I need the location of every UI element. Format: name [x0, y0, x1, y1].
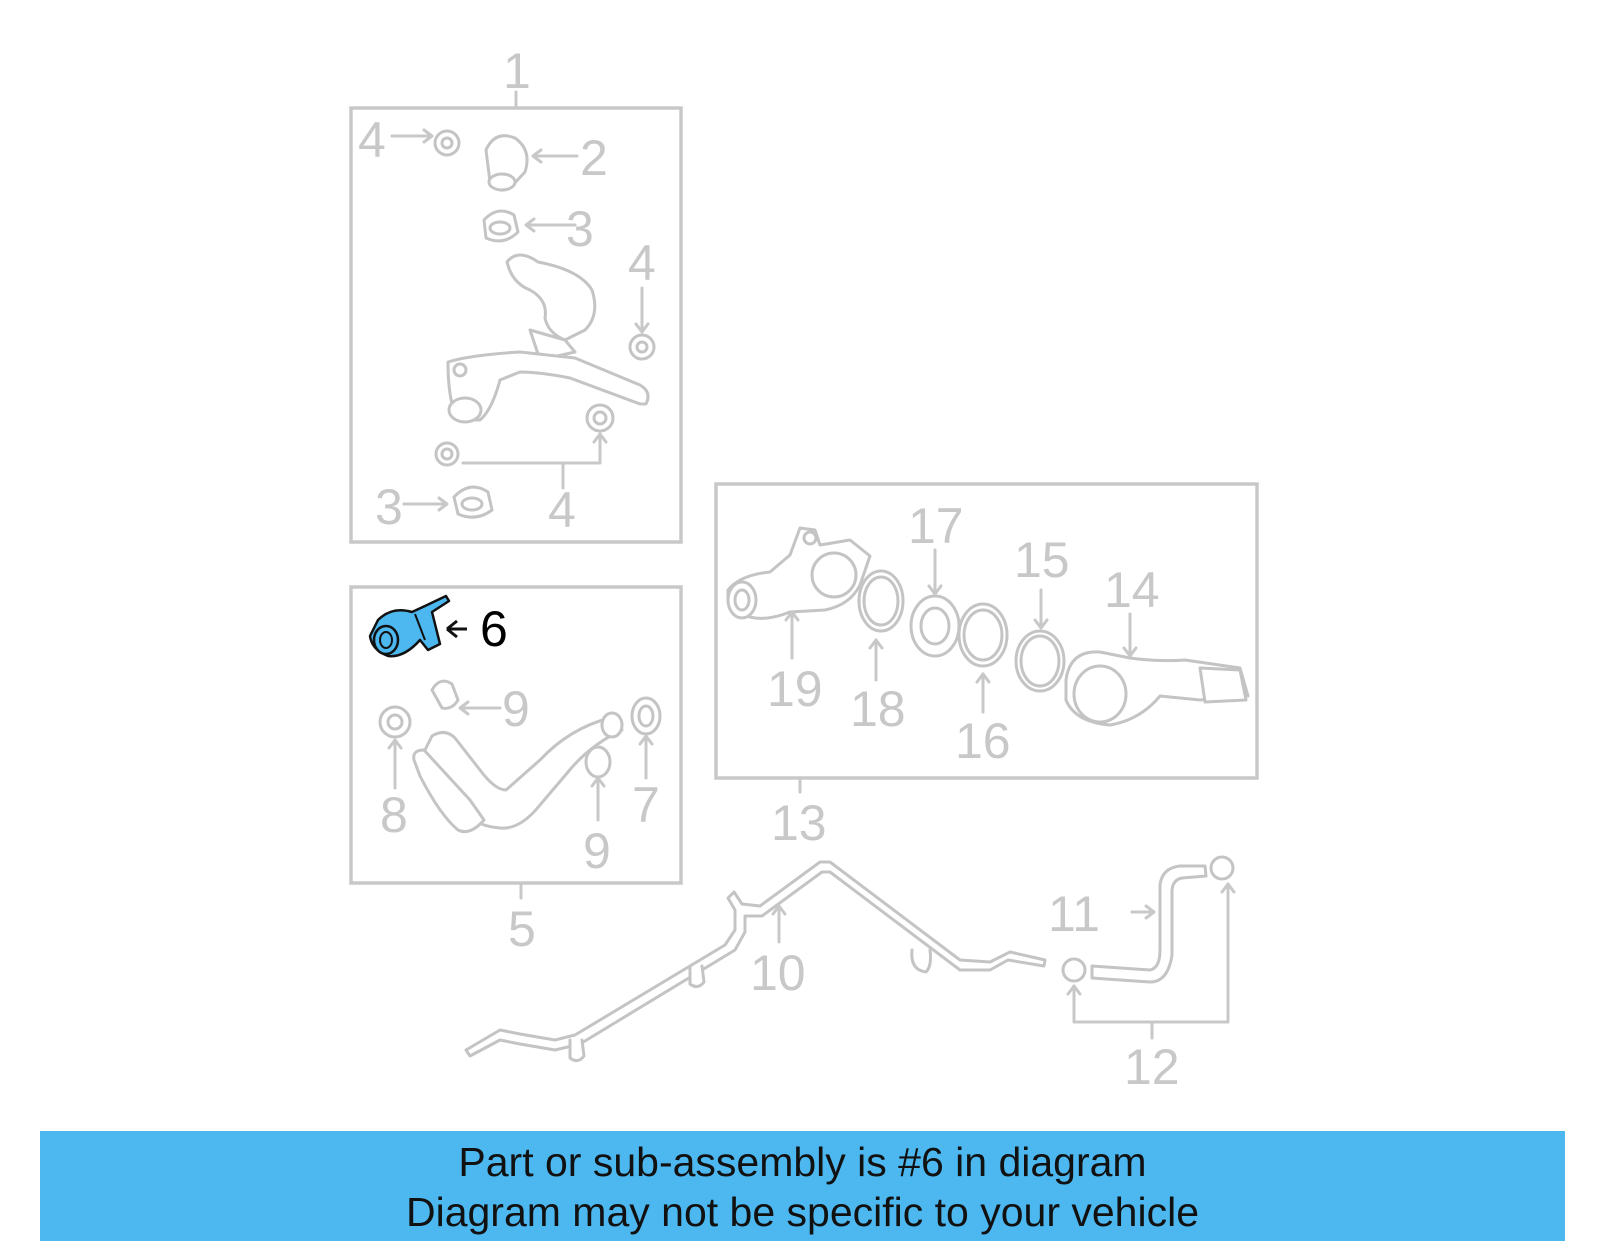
callout-13: 13	[771, 795, 827, 851]
callout-17: 17	[908, 498, 964, 554]
callout-14: 14	[1104, 562, 1160, 618]
callout-3-top: 3	[566, 201, 594, 257]
callout-labels: 1 4 2 3 4 3 4 6 9 8 7 9 5 17 15 14 19 18…	[358, 43, 1180, 1095]
callout-10: 10	[750, 945, 806, 1001]
callout-4-top-left: 4	[358, 112, 386, 168]
callout-8: 8	[380, 787, 408, 843]
part-thermostat-housing-13	[726, 526, 1250, 727]
callout-7: 7	[632, 777, 660, 833]
part-hose-assembly-1	[433, 129, 656, 519]
callout-15: 15	[1014, 532, 1070, 588]
banner-line-disclaimer: Diagram may not be specific to your vehi…	[405, 1189, 1199, 1235]
leader-lines-box-5	[387, 700, 654, 822]
callout-11: 11	[1048, 886, 1100, 942]
info-banner: Part or sub-assembly is #6 in diagram Di…	[40, 1131, 1565, 1241]
callout-1: 1	[503, 43, 531, 99]
callout-4-bottom: 4	[548, 482, 576, 538]
leader-lines-box-13	[784, 548, 1138, 714]
callout-3-bottom: 3	[375, 479, 403, 535]
callout-5: 5	[508, 901, 536, 957]
callout-12: 12	[1124, 1039, 1180, 1095]
callout-16: 16	[955, 713, 1011, 769]
callout-18: 18	[850, 681, 906, 737]
assembly-box-13	[714, 482, 1259, 780]
callout-6: 6	[480, 601, 508, 657]
callout-19: 19	[767, 661, 823, 717]
callout-4-right: 4	[628, 235, 656, 291]
callout-9-upper: 9	[502, 681, 530, 737]
part-pipe-10	[464, 860, 1047, 1063]
callout-9-lower: 9	[583, 823, 611, 879]
leader-lines-box-1	[390, 128, 650, 512]
part-6-highlighted	[368, 594, 467, 658]
assembly-box-5	[349, 585, 683, 885]
callout-2: 2	[580, 130, 608, 186]
part-hose-11	[1061, 855, 1235, 984]
leader-lines-lower	[771, 882, 1236, 1040]
banner-line-part-number: Part or sub-assembly is #6 in diagram	[458, 1139, 1147, 1185]
part-hose-assembly-5	[378, 679, 662, 834]
